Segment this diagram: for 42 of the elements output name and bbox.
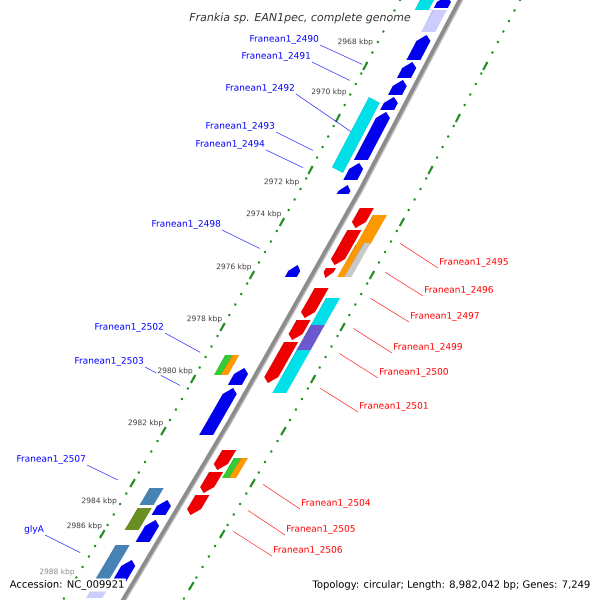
gene-label: glyA [24,525,44,534]
gene-label: Franean1_2502 [95,323,163,332]
gene-label: Franean1_2505 [287,525,355,534]
title: Frankia sp. EAN1pec, complete genome [188,12,412,24]
gene-label: Franean1_2492 [226,84,294,93]
leader-line [222,230,260,249]
leader-line [384,272,424,296]
gene-label: Franean1_2504 [302,499,370,508]
leader-line [266,150,304,168]
leader-line [400,243,438,268]
accession-text: Accession: NC_009921 [8,578,126,592]
leader-line [86,464,118,480]
genome-info-text: Topology: circular; Length: 8,982,042 bp; Genes: 7,249 [310,578,592,592]
leader-line [339,353,378,378]
leader-line [164,332,200,353]
leader-line [370,298,410,322]
gene-label: Franean1_2506 [274,546,342,555]
leader-line [144,366,180,386]
gene-label: Franean1_2496 [425,286,493,295]
gene-label: Franean1_2498 [152,220,220,229]
leader-line [262,484,300,510]
leader-line [248,510,286,536]
gene-label: Franean1_2490 [250,35,318,44]
gene-label: Franean1_2491 [242,52,310,61]
gene-label: Franean1_2494 [196,140,264,149]
leader-line [320,44,362,65]
leader-line [320,388,358,412]
gene-label: Franean1_2497 [411,312,479,321]
gene-label: Franean1_2501 [360,402,428,411]
gene-label: Franean1_2503 [75,357,144,366]
gene-label: Franean1_2493 [206,122,274,131]
leader-line [44,534,80,553]
leader-line [353,328,392,354]
gene-label: Franean1_2499 [394,343,462,352]
leader-line [233,531,272,556]
leader-line [276,132,314,151]
gene-label: Franean1_2495 [440,258,508,267]
leader-line [312,62,350,81]
leader-line [296,94,352,132]
gene-label: Franean1_2500 [380,368,448,377]
gene-label: Franean1_2507 [17,455,86,464]
gene-box [332,97,380,173]
